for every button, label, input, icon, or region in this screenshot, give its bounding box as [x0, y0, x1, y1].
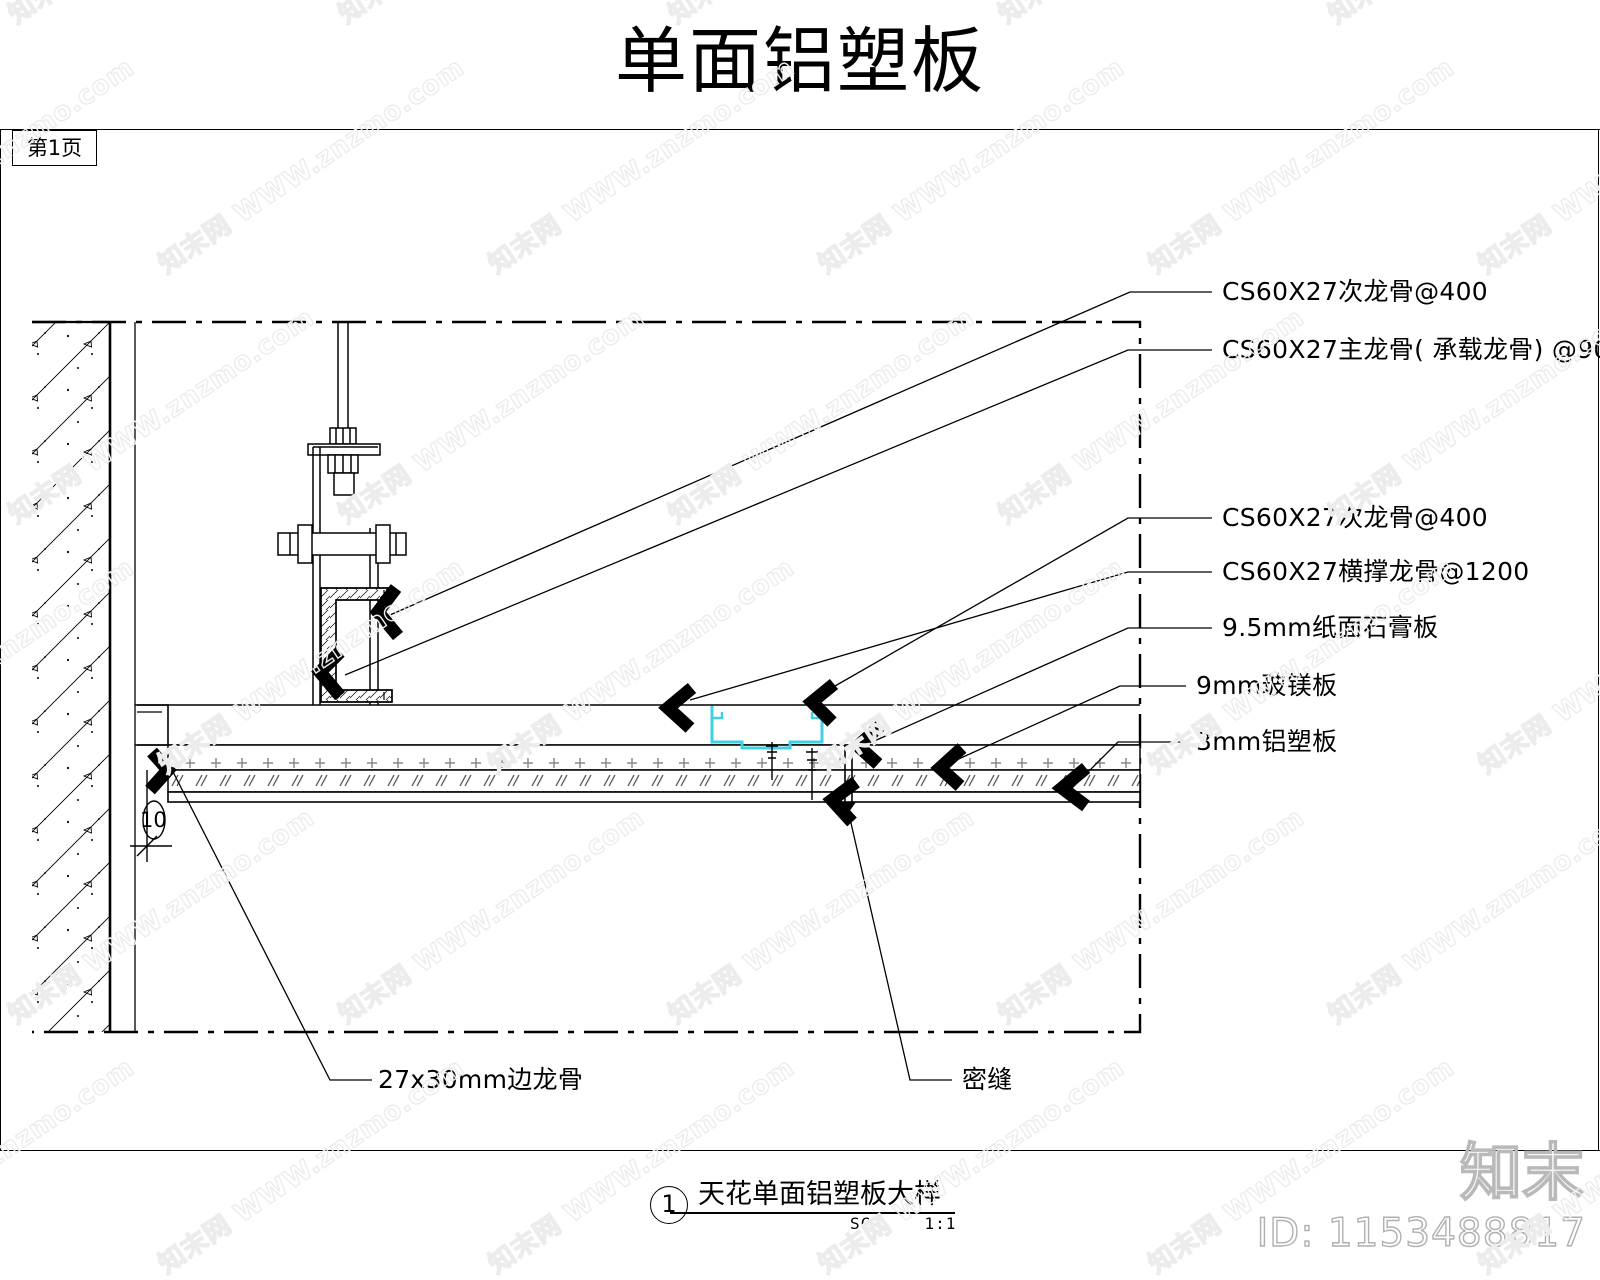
leader-arrowheads: [145, 584, 1091, 827]
annotation-label-tight-seam: 密缝: [962, 1065, 1013, 1094]
plenum-lines: [135, 704, 1140, 746]
detail-scale: SC 1:1: [850, 1214, 956, 1234]
scale-label: SC: [850, 1214, 872, 1233]
title-block-underline: [670, 1212, 955, 1214]
annotation-label-main-channel: CS60X27主龙骨( 承载龙骨) @900: [1222, 335, 1600, 364]
annotation-label-secondary-channel: CS60X27次龙骨@400: [1222, 503, 1488, 532]
annotation-label-glass-magnesium-board: 9mm玻镁板: [1196, 671, 1338, 700]
edge-furring-channel: [137, 704, 169, 746]
brand-logo: 知末: [1459, 1136, 1585, 1209]
detail-boundary: [32, 320, 1142, 1034]
suspension-assembly: [277, 322, 407, 705]
leader-lines: [167, 291, 1212, 1081]
frame-right-border: [1598, 129, 1599, 1150]
frame-bottom-border: [0, 1150, 1600, 1151]
detail-title: 天花单面铝塑板大样: [698, 1179, 941, 1210]
concrete-wall: [32, 320, 136, 1032]
fastener-screws: [766, 742, 818, 800]
board-buildup: [167, 744, 1141, 803]
annotation-label-secondary-channel-top: CS60X27次龙骨@400: [1222, 277, 1488, 306]
page-number-badge: 第1页: [12, 130, 97, 166]
detail-number-circle: 1: [650, 1186, 688, 1224]
page-title: 单面铝塑板: [614, 19, 985, 103]
dimension-value-10: 10: [140, 808, 167, 832]
frame-top-border: [0, 129, 1600, 130]
annotation-label-gypsum-board: 9.5mm纸面石膏板: [1222, 613, 1439, 642]
annotation-label-edge-channel: 27x30mm边龙骨: [378, 1065, 584, 1094]
annotation-label-bracing-channel: CS60X27横撑龙骨@1200: [1222, 557, 1530, 586]
frame-left-border: [0, 129, 1, 1150]
annotation-label-aluminium-composite-panel: 3mm铝塑板: [1196, 727, 1338, 756]
brand-asset-id: ID: 1153488817: [1256, 1211, 1586, 1256]
bracing-channel-accent: [710, 706, 824, 750]
scale-value: 1:1: [924, 1214, 957, 1233]
